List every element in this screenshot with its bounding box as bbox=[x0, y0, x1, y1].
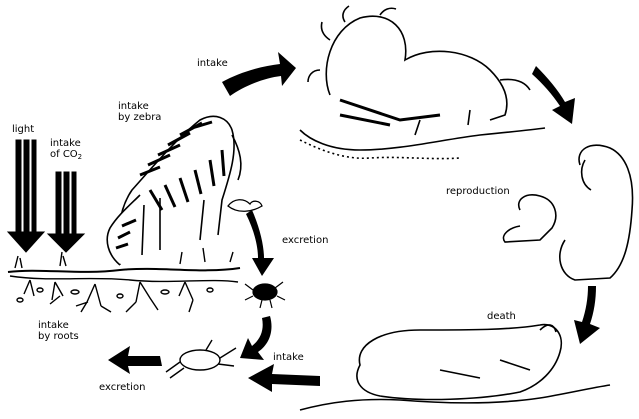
intake-co2-label: intake of CO2 bbox=[50, 138, 90, 163]
intake-co2-line2: of CO bbox=[50, 149, 78, 160]
zebra-drawing bbox=[107, 116, 241, 265]
intake-bottom-label: intake bbox=[273, 352, 304, 363]
beetle-drawing bbox=[245, 282, 285, 308]
intake-co2-subscript: 2 bbox=[78, 153, 82, 161]
intake-co2-line1: intake bbox=[50, 138, 81, 149]
light-arrow bbox=[8, 140, 44, 252]
light-label: light bbox=[12, 124, 34, 135]
reproduction-label: reproduction bbox=[446, 186, 510, 197]
excretion-right-label: excretion bbox=[282, 235, 328, 246]
lioness-with-cub-drawing bbox=[503, 145, 632, 280]
intake-by-zebra-label: intake by zebra bbox=[118, 101, 178, 123]
lion-eating-drawing bbox=[300, 6, 545, 159]
death-label: death bbox=[487, 311, 516, 322]
bug-drawing bbox=[166, 340, 236, 378]
co2-arrow bbox=[48, 172, 84, 252]
dung-pile-drawing bbox=[228, 200, 262, 212]
intake-by-roots-line1: intake bbox=[38, 320, 69, 331]
intake-top-label: intake bbox=[197, 58, 228, 69]
intake-by-roots-line2: by roots bbox=[38, 331, 79, 342]
intake-by-zebra-line2: by zebra bbox=[118, 112, 161, 123]
intake-by-zebra-line1: intake bbox=[118, 101, 149, 112]
excretion-bottom-label: excretion bbox=[99, 382, 145, 393]
intake-by-roots-label: intake by roots bbox=[38, 320, 98, 342]
dead-lion-drawing bbox=[300, 325, 610, 410]
